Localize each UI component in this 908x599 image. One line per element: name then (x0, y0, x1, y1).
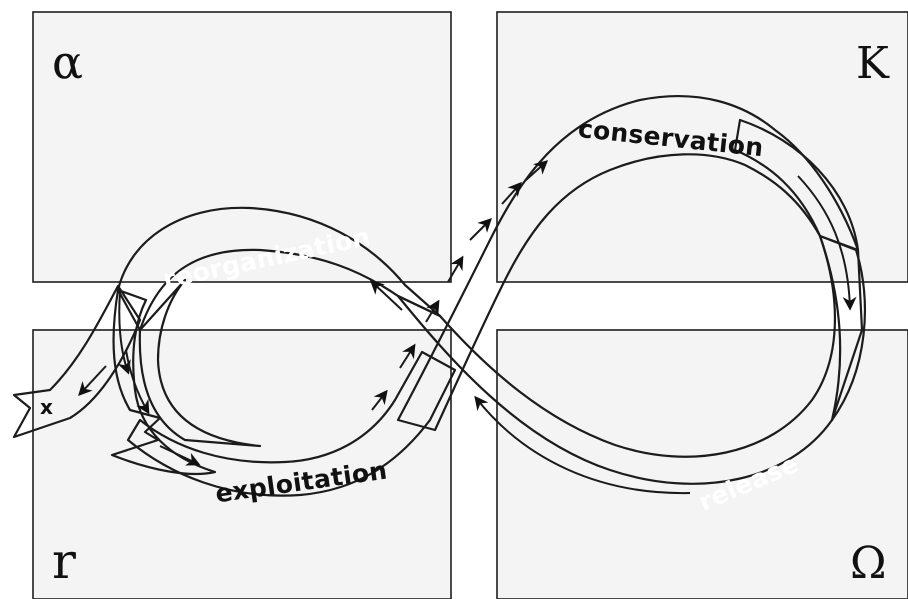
reorganization-ribbon (116, 206, 442, 332)
left-loop-inner-ribbon (138, 278, 262, 448)
growth-diagonal-ribbon (396, 94, 860, 432)
corner-label-alpha: α (52, 35, 83, 89)
quadrant-r-panel (32, 329, 452, 599)
corner-label-k: K (856, 38, 890, 89)
return-tail-ribbon (110, 288, 217, 476)
corner-label-r: r (52, 532, 76, 590)
exit-label-x: x (40, 395, 53, 419)
quadrant-k-panel (496, 11, 908, 283)
exploitation-ribbon (126, 350, 457, 497)
corner-label-omega: Ω (850, 538, 886, 589)
quadrant-alpha-panel (32, 11, 452, 283)
conservation-to-release-ribbon (733, 118, 864, 422)
